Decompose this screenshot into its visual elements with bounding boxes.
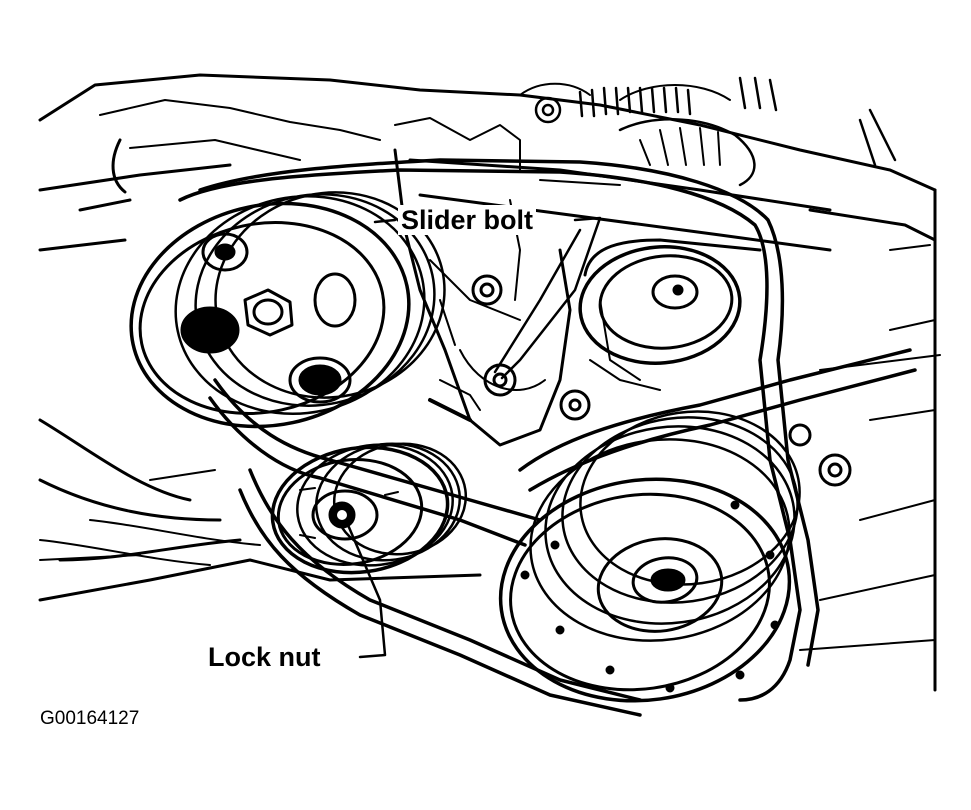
slider-bolt-label: Slider bolt xyxy=(398,205,537,235)
figure-id: G00164127 xyxy=(40,708,140,729)
bolt-lower-right xyxy=(559,389,591,421)
alternator-pulley xyxy=(578,245,742,391)
bolt-upper xyxy=(471,274,503,306)
lock-nut-leader xyxy=(346,523,387,659)
callout-leaders xyxy=(346,216,602,659)
crankshaft-pulley xyxy=(498,410,801,703)
idler-pulley xyxy=(270,442,468,575)
slider-bolt-leader-c xyxy=(493,228,582,374)
slider-bolt-leader-a xyxy=(373,218,397,224)
lock-nut-label: Lock nut xyxy=(205,642,324,672)
slider-bolt-leader-b xyxy=(500,216,602,380)
power-steering-pulley xyxy=(129,191,446,429)
bolt-block-right xyxy=(818,453,852,487)
drive-belt xyxy=(178,158,917,717)
alternator-fins xyxy=(534,76,897,187)
bracket-bolts xyxy=(428,274,852,487)
